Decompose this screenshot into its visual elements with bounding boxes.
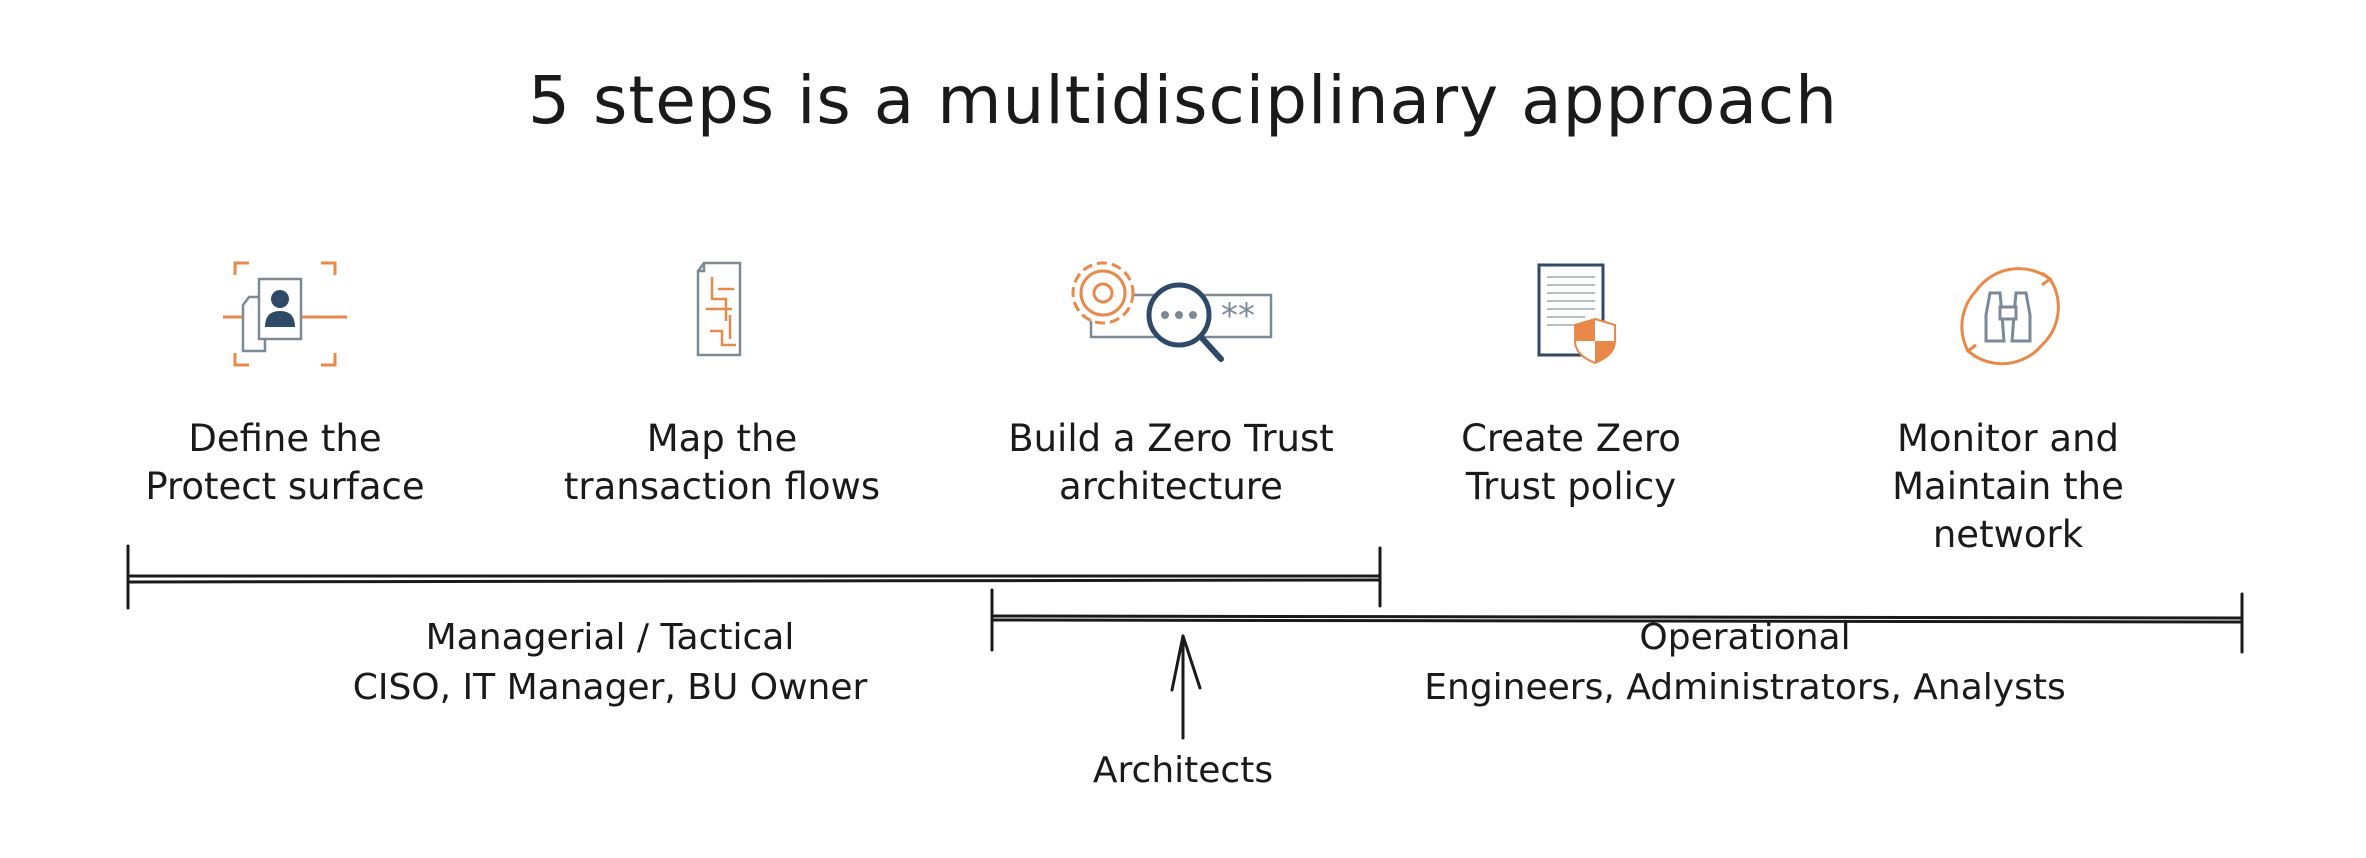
- managerial-group-label: Managerial / Tactical CISO, IT Manager, …: [300, 613, 920, 713]
- operational-group-label: Operational Engineers, Administrators, A…: [1385, 613, 2105, 713]
- svg-text:**: **: [1221, 296, 1255, 336]
- page-title: 5 steps is a multidisciplinary approach: [527, 62, 1838, 139]
- policy-document-shield-icon: [1501, 255, 1641, 375]
- step-label-line1: Create Zero: [1461, 417, 1681, 460]
- step-label-line1: Build a Zero Trust: [1008, 417, 1334, 460]
- step-monitor-maintain-network: Monitor and Maintain the network: [1818, 255, 2198, 559]
- architects-title: Architects: [1092, 750, 1274, 791]
- managerial-title: Managerial / Tactical: [425, 617, 795, 658]
- step-label-line2: architecture: [1059, 465, 1283, 508]
- architects-label: Architects: [1040, 746, 1326, 796]
- operational-bracket: [990, 588, 2244, 654]
- step-map-transaction-flows: Map the transaction flows: [532, 255, 912, 511]
- step-define-protect-surface: Define the Protect surface: [95, 255, 475, 511]
- protect-surface-icon: [215, 255, 355, 375]
- architecture-gear-search-icon: **: [1051, 255, 1291, 375]
- step-label-line1: Map the: [646, 417, 798, 460]
- step-label-line2: Trust policy: [1465, 465, 1677, 508]
- step-label-line1: Define the: [188, 417, 382, 460]
- transaction-flow-document-icon: [652, 255, 792, 375]
- step-label-line2: Maintain the network: [1892, 465, 2124, 556]
- step-label: Monitor and Maintain the network: [1818, 415, 2198, 559]
- step-label: Create Zero Trust policy: [1381, 415, 1761, 511]
- step-label-line2: Protect surface: [145, 465, 425, 508]
- step-label: Build a Zero Trust architecture: [981, 415, 1361, 511]
- managerial-bracket: [126, 544, 1382, 610]
- managerial-roles: CISO, IT Manager, BU Owner: [352, 667, 868, 708]
- operational-title: Operational: [1639, 617, 1851, 658]
- step-label: Map the transaction flows: [532, 415, 912, 511]
- architects-arrow: [1170, 634, 1202, 740]
- binoculars-monitor-icon: [1938, 255, 2078, 375]
- step-create-zero-trust-policy: Create Zero Trust policy: [1381, 255, 1761, 511]
- operational-roles: Engineers, Administrators, Analysts: [1424, 667, 2066, 708]
- step-label-line2: transaction flows: [563, 465, 881, 508]
- step-label-line1: Monitor and: [1896, 417, 2120, 460]
- step-label: Define the Protect surface: [95, 415, 475, 511]
- step-build-zero-trust-architecture: ** Build a Zero Trust architecture: [981, 255, 1361, 511]
